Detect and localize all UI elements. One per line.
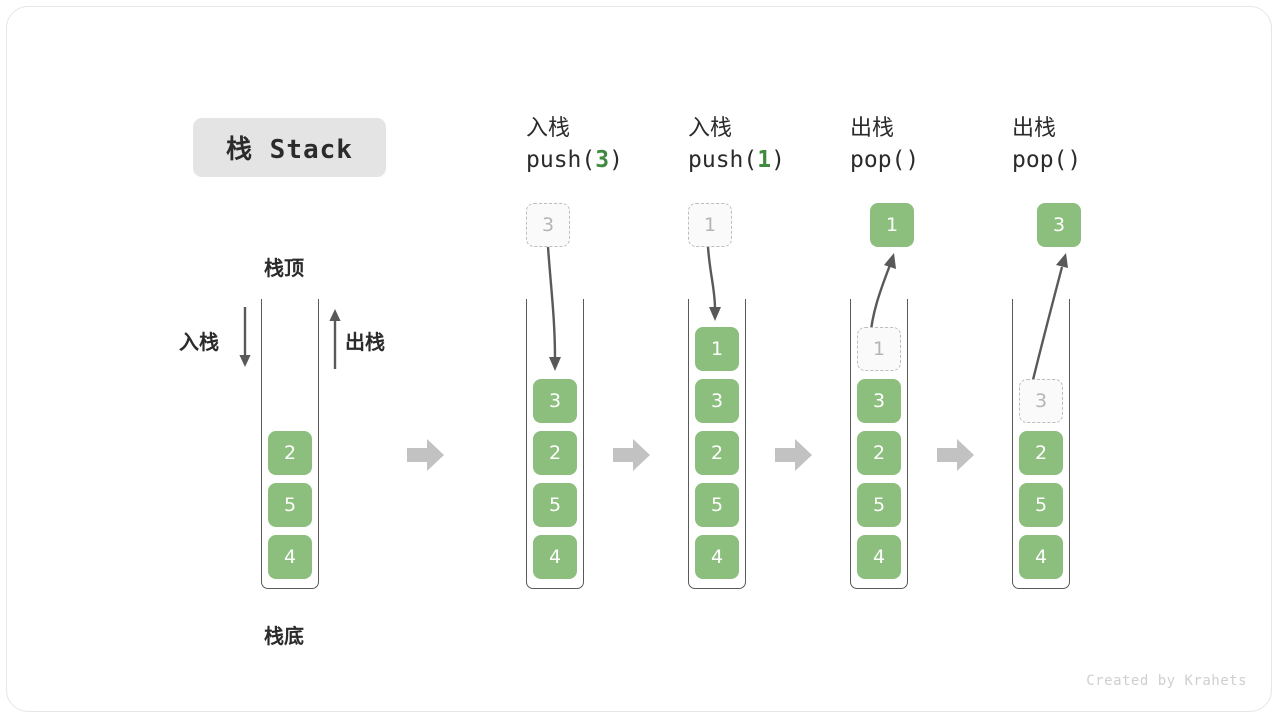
stack-cell: 5 (268, 483, 312, 527)
stack-cell: 3 (695, 379, 739, 423)
stack-container-initial (261, 299, 319, 589)
column-header-cn: 出栈 (1012, 116, 1057, 141)
column-header-pop-3: 出栈 pop() (1012, 114, 1212, 176)
ghost-cell-above: 1 (688, 203, 732, 247)
stack-cell: 4 (1019, 535, 1063, 579)
flow-arrow-icon (937, 438, 975, 472)
push-direction-label: 入栈 (179, 330, 219, 354)
stack-bottom-label: 栈底 (264, 624, 304, 648)
pop-direction-label: 出栈 (345, 330, 385, 354)
stack-cell: 2 (695, 431, 739, 475)
popped-value-cell: 1 (870, 203, 914, 247)
stack-cell: 5 (533, 483, 577, 527)
column-header-cn: 入栈 (526, 116, 571, 141)
credit-footer: Created by Krahets (1086, 673, 1247, 689)
flow-arrow-icon (407, 438, 445, 472)
stack-cell: 5 (1019, 483, 1063, 527)
stack-cell: 5 (857, 483, 901, 527)
popped-value-cell: 3 (1037, 203, 1081, 247)
stack-cell: 1 (695, 327, 739, 371)
stack-container-pop-3 (1012, 299, 1070, 589)
ghost-cell-above: 3 (526, 203, 570, 247)
stack-cell: 3 (533, 379, 577, 423)
column-header-cn: 出栈 (850, 116, 895, 141)
column-header-push-3: 入栈 push(3) (526, 114, 726, 176)
column-header-code: push(3) (526, 147, 623, 173)
ghost-cell-in-stack: 1 (857, 327, 901, 371)
stack-container-pop-1 (850, 299, 908, 589)
diagram-card: 栈 Stack 栈顶 栈底 入栈 出栈 2 5 4 入栈 push(3) 3 (6, 6, 1272, 712)
stack-cell: 2 (1019, 431, 1063, 475)
column-header-push-1: 入栈 push(1) (688, 114, 888, 176)
flow-arrow-icon (613, 438, 651, 472)
column-header-code: pop() (1012, 147, 1082, 173)
ghost-cell-in-stack: 3 (1019, 379, 1063, 423)
column-header-code: push(1) (688, 147, 785, 173)
page-title: 栈 Stack (193, 118, 386, 177)
stack-cell: 4 (533, 535, 577, 579)
flow-arrow-icon (775, 438, 813, 472)
stack-cell: 3 (857, 379, 901, 423)
stack-container-push-3 (526, 299, 584, 589)
column-header-cn: 入栈 (688, 116, 733, 141)
stack-cell: 2 (268, 431, 312, 475)
push-direction-arrow-icon (235, 307, 255, 369)
stack-container-push-1 (688, 299, 746, 589)
stack-cell: 5 (695, 483, 739, 527)
code-highlight: 3 (595, 147, 610, 173)
stack-top-label: 栈顶 (264, 256, 304, 280)
stack-cell: 2 (857, 431, 901, 475)
stack-cell: 4 (857, 535, 901, 579)
stack-cell: 2 (533, 431, 577, 475)
code-highlight: 1 (757, 147, 772, 173)
stack-cell: 4 (268, 535, 312, 579)
stack-cell: 4 (695, 535, 739, 579)
column-header-code: pop() (850, 147, 920, 173)
pop-direction-arrow-icon (325, 307, 345, 369)
column-header-pop-1: 出栈 pop() (850, 114, 1050, 176)
